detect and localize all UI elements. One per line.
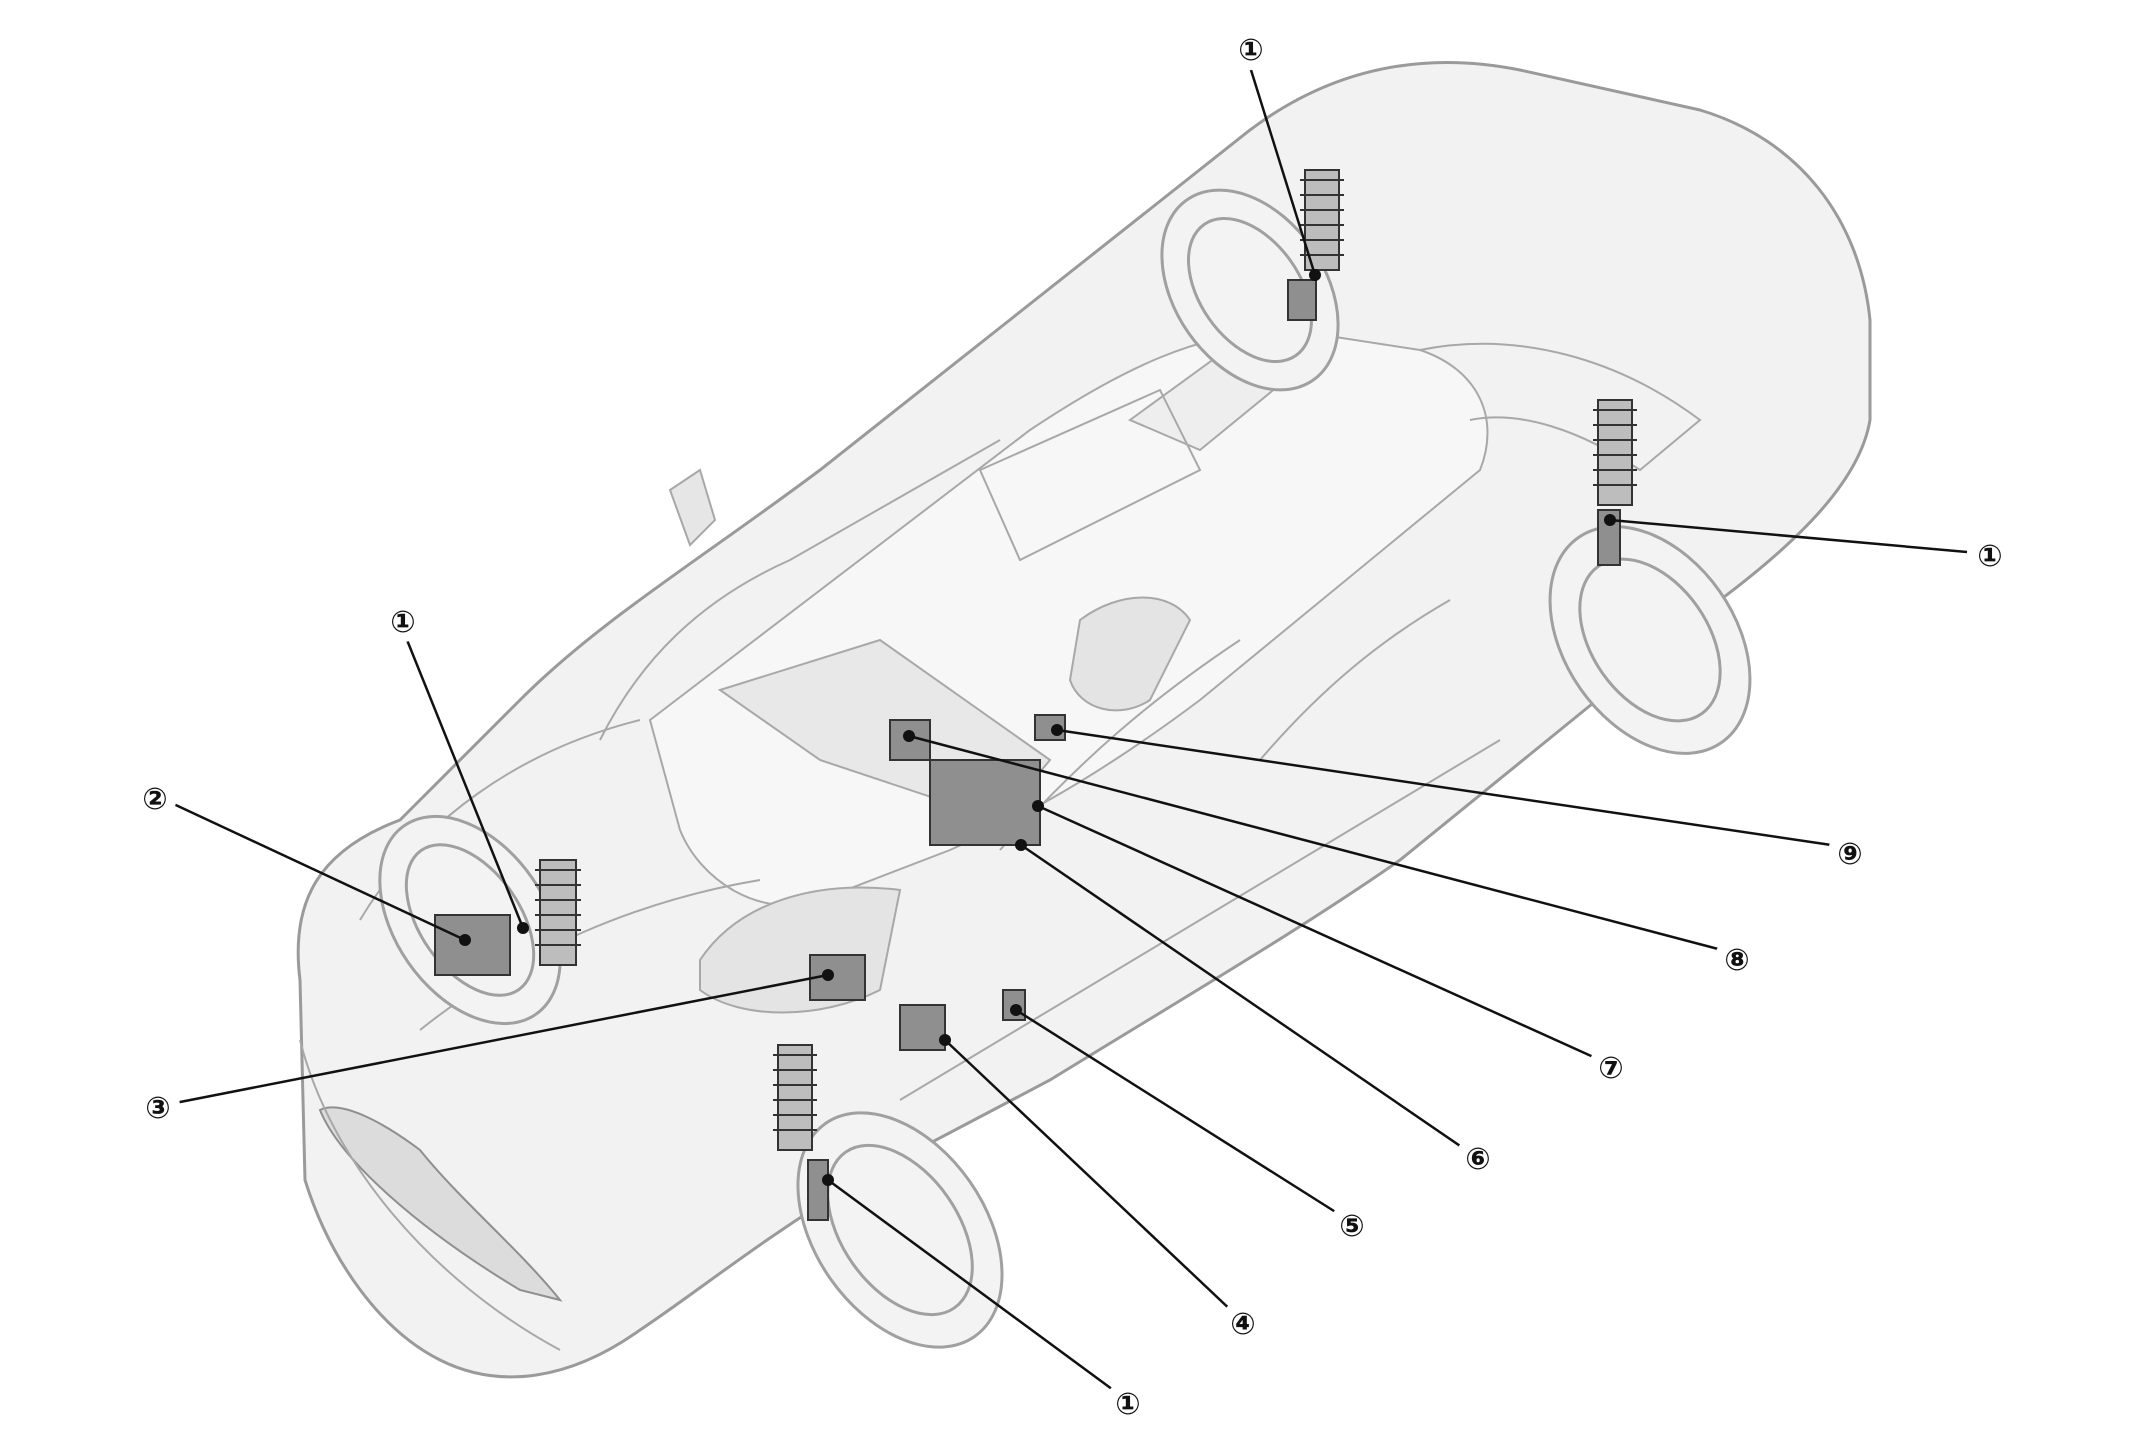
wheel-front-right-inner	[826, 1143, 974, 1317]
rocker-line	[899, 739, 1501, 1101]
callout-c7: ⑦	[1589, 1044, 1633, 1088]
callout-c6: ⑥	[1456, 1135, 1500, 1179]
callout-c2: ②	[133, 775, 177, 819]
leader-c5	[1015, 1008, 1346, 1220]
leader-c1c	[403, 634, 525, 929]
leader-c8	[908, 734, 1723, 952]
leader-c1a	[1249, 69, 1317, 276]
leader-dots	[459, 269, 1616, 1186]
control-unit	[434, 914, 511, 976]
wheel-rear-left-inner	[1186, 216, 1314, 364]
side-mirror	[668, 468, 717, 547]
callout-label-c8: ⑧	[1724, 943, 1749, 978]
callout-labels: ① ① ② ③ ④ ⑤ ⑥ ⑦	[133, 26, 2012, 1424]
rear-seat	[978, 388, 1202, 562]
front-seat-left	[1068, 596, 1192, 712]
callout-label-c1b: ①	[1977, 539, 2002, 574]
windshield-line	[599, 439, 1001, 741]
shock-absorber-front-left	[535, 859, 581, 966]
shock-absorber-front-right	[773, 1044, 829, 1221]
dash-module	[929, 759, 1041, 846]
callout-label-c9: ⑨	[1837, 837, 1862, 872]
callout-label-c6: ⑥	[1465, 1142, 1490, 1177]
wheel-front-left-inner	[404, 843, 536, 997]
leader-lines	[164, 69, 1968, 1397]
shock-absorber-rear-left	[1287, 169, 1344, 321]
wheel-rear-right	[1548, 525, 1752, 755]
callout-c8: ⑧	[1715, 936, 1759, 980]
callout-c4: ④	[1221, 1300, 1265, 1344]
door-line-rear	[1259, 599, 1451, 761]
callout-c1c: ①	[381, 598, 425, 642]
callout-label-c5: ⑤	[1339, 1209, 1364, 1244]
callout-c9: ⑨	[1828, 830, 1872, 874]
rear-window	[1419, 342, 1702, 472]
shock-absorber-rear-right	[1593, 399, 1637, 566]
callout-c1a: ①	[1229, 26, 1273, 70]
grille	[318, 1106, 563, 1302]
leader-c6	[1020, 843, 1467, 1152]
callout-c5: ⑤	[1330, 1202, 1374, 1246]
callout-label-c3: ③	[145, 1091, 170, 1126]
leader-c1b	[1609, 518, 1968, 554]
front-bumper	[299, 1039, 561, 1351]
callout-c1d: ①	[1106, 1380, 1150, 1424]
wheel-rear-right-inner	[1578, 557, 1722, 723]
sensor-4	[899, 1004, 946, 1051]
callout-label-c1a: ①	[1238, 33, 1263, 68]
leader-c3	[174, 973, 829, 1105]
wheel-front-right	[796, 1111, 1004, 1349]
leader-c1d	[827, 1178, 1121, 1397]
callout-c3: ③	[136, 1084, 180, 1128]
callout-label-c4: ④	[1230, 1307, 1255, 1342]
car-body	[296, 61, 1872, 1379]
leader-c2	[164, 798, 466, 942]
leader-c4	[944, 1039, 1237, 1316]
callout-c1b: ①	[1968, 532, 2012, 576]
callout-label-c2: ②	[142, 782, 167, 817]
leader-c7	[1037, 804, 1601, 1062]
callout-label-c1d: ①	[1115, 1387, 1140, 1422]
leader-c9	[1056, 728, 1839, 848]
callout-label-c1c: ①	[390, 605, 415, 640]
callout-label-c7: ⑦	[1598, 1051, 1623, 1086]
